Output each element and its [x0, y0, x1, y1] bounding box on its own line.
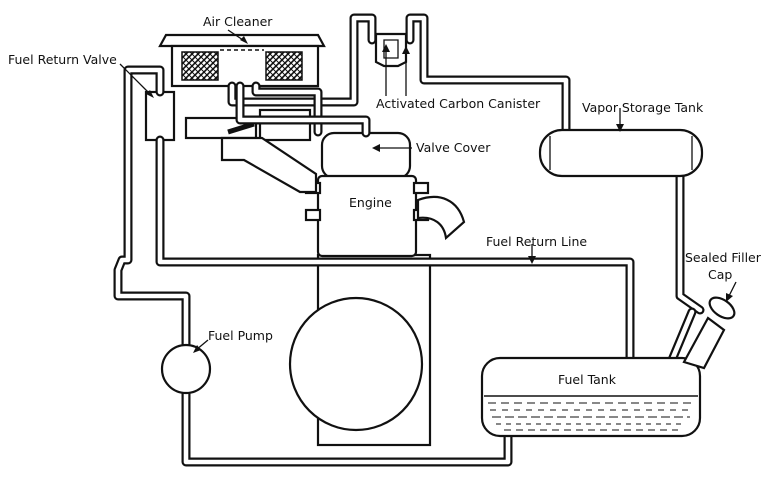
label-fuel-tank: Fuel Tank [558, 372, 617, 387]
label-sealed-filler-cap-2: Cap [708, 267, 732, 282]
filter-element-right [265, 51, 303, 81]
canister-body [374, 32, 408, 68]
intake-manifold-block [258, 108, 312, 142]
vapor-storage-tank [538, 128, 704, 178]
label-air-cleaner: Air Cleaner [203, 14, 273, 29]
filler-neck [682, 316, 726, 370]
pipes [113, 13, 705, 467]
leader-arrows [119, 29, 737, 353]
valve-cover-shape [320, 131, 412, 180]
engine-head [316, 174, 418, 258]
label-vapor-storage-tank: Vapor Storage Tank [582, 100, 704, 115]
label-fuel-return-valve: Fuel Return Valve [8, 52, 117, 67]
exhaust-elbow [416, 195, 466, 241]
label-valve-cover: Valve Cover [416, 140, 491, 155]
engine-stud-left-bottom [304, 208, 322, 222]
engine-stud-right-top [412, 181, 430, 195]
engine-crankcase [288, 296, 424, 432]
label-fuel-return-line: Fuel Return Line [486, 234, 587, 249]
filter-element-left [181, 51, 219, 81]
labels: Air Cleaner Fuel Return Valve Activated … [8, 14, 762, 387]
fuel-tank [480, 296, 736, 438]
label-fuel-pump: Fuel Pump [208, 328, 273, 343]
engine-block [288, 131, 466, 447]
intake-runner [220, 136, 318, 194]
air-cleaner [158, 33, 326, 88]
activated-carbon-canister [374, 32, 408, 68]
fuel-return-valve [144, 90, 176, 142]
label-sealed-filler-cap-1: Sealed Filler [685, 250, 762, 265]
fuel-pump [160, 343, 212, 395]
vapor-tank-body [538, 128, 704, 178]
label-engine: Engine [349, 195, 392, 210]
label-activated-carbon-canister: Activated Carbon Canister [376, 96, 541, 111]
fuel-return-valve-body [144, 90, 318, 194]
sealed-filler-cap [708, 296, 736, 320]
